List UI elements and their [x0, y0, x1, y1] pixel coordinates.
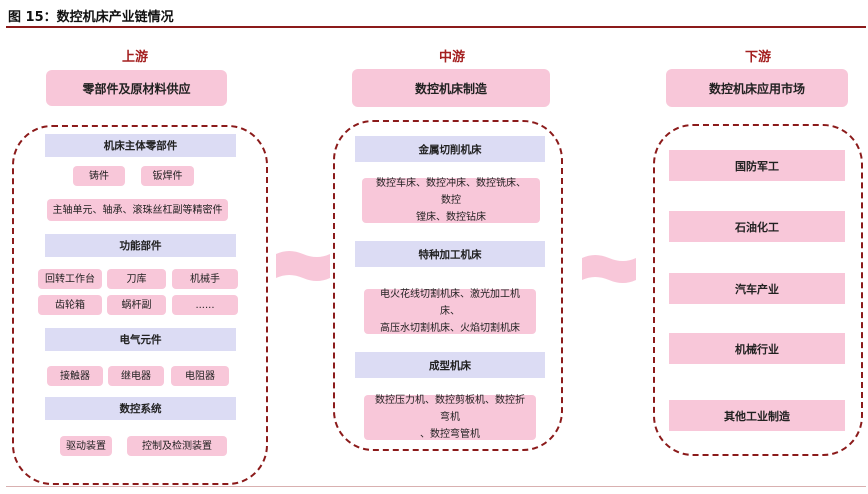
- section-machine-body-parts: 机床主体零部件: [45, 134, 236, 157]
- market-defense: 国防军工: [669, 150, 845, 181]
- midstream-header: 数控机床制造: [352, 69, 550, 107]
- item-sheet-weldments: 钣焊件: [141, 166, 194, 186]
- item-drive-unit: 驱动装置: [60, 436, 112, 456]
- stage-upstream-label: 上游: [121, 50, 148, 65]
- figure-title: 图 15：数控机床产业链情况: [8, 10, 174, 25]
- market-machinery: 机械行业: [669, 333, 845, 364]
- item-special-processing-types: 电火花线切割机床、激光加工机床、 高压水切割机床、火焰切割机床: [364, 289, 536, 334]
- downstream-header: 数控机床应用市场: [666, 69, 848, 107]
- footer-rule: [6, 486, 866, 487]
- item-forming-line-1: 数控压力机、数控剪板机、数控折弯机: [375, 395, 525, 423]
- item-control-detection-unit: 控制及检测装置: [127, 436, 227, 456]
- upstream-container: [12, 125, 268, 485]
- item-metal-cutting-line-1: 数控车床、数控冲床、数控铣床、数控: [376, 178, 526, 206]
- item-worm-gear: 蜗杆副: [107, 295, 166, 315]
- flow-connector-upstream-to-midstream: [276, 251, 330, 281]
- section-metal-cutting-machines: 金属切削机床: [355, 136, 545, 162]
- section-special-processing-machines: 特种加工机床: [355, 241, 545, 267]
- item-special-processing-line-2: 高压水切割机床、火焰切割机床: [380, 323, 520, 334]
- item-castings: 铸件: [73, 166, 125, 186]
- section-electrical-components: 电气元件: [45, 328, 236, 351]
- item-metal-cutting-types: 数控车床、数控冲床、数控铣床、数控 镗床、数控钻床: [362, 178, 540, 223]
- item-tool-magazine: 刀库: [107, 269, 166, 289]
- stage-downstream-label: 下游: [744, 50, 771, 65]
- item-ellipsis: ......: [172, 295, 238, 315]
- item-rotary-table: 回转工作台: [38, 269, 102, 289]
- flow-connector-midstream-to-downstream: [582, 255, 636, 283]
- section-forming-machines: 成型机床: [355, 352, 545, 378]
- item-metal-cutting-line-2: 镗床、数控钻床: [416, 212, 486, 223]
- market-other-industrial: 其他工业制造: [669, 400, 845, 431]
- item-special-processing-line-1: 电火花线切割机床、激光加工机床、: [380, 289, 520, 317]
- item-forming-line-2: 、数控弯管机: [420, 429, 480, 440]
- title-rule: [6, 26, 866, 28]
- midstream-container: [333, 120, 563, 451]
- section-cnc-system: 数控系统: [45, 397, 236, 420]
- upstream-header: 零部件及原材料供应: [46, 70, 227, 106]
- section-functional-parts: 功能部件: [45, 234, 236, 257]
- item-gearbox: 齿轮箱: [38, 295, 102, 315]
- downstream-container: [653, 124, 863, 456]
- market-automotive: 汽车产业: [669, 273, 845, 304]
- market-petrochemical: 石油化工: [669, 211, 845, 242]
- item-contactor: 接触器: [47, 366, 103, 386]
- item-manipulator: 机械手: [172, 269, 238, 289]
- stage-midstream-label: 中游: [438, 50, 465, 65]
- item-resistor: 电阻器: [171, 366, 229, 386]
- item-forming-types: 数控压力机、数控剪板机、数控折弯机 、数控弯管机: [364, 395, 536, 440]
- item-relay: 继电器: [108, 366, 164, 386]
- item-precision-parts: 主轴单元、轴承、滚珠丝杠副等精密件: [47, 199, 228, 221]
